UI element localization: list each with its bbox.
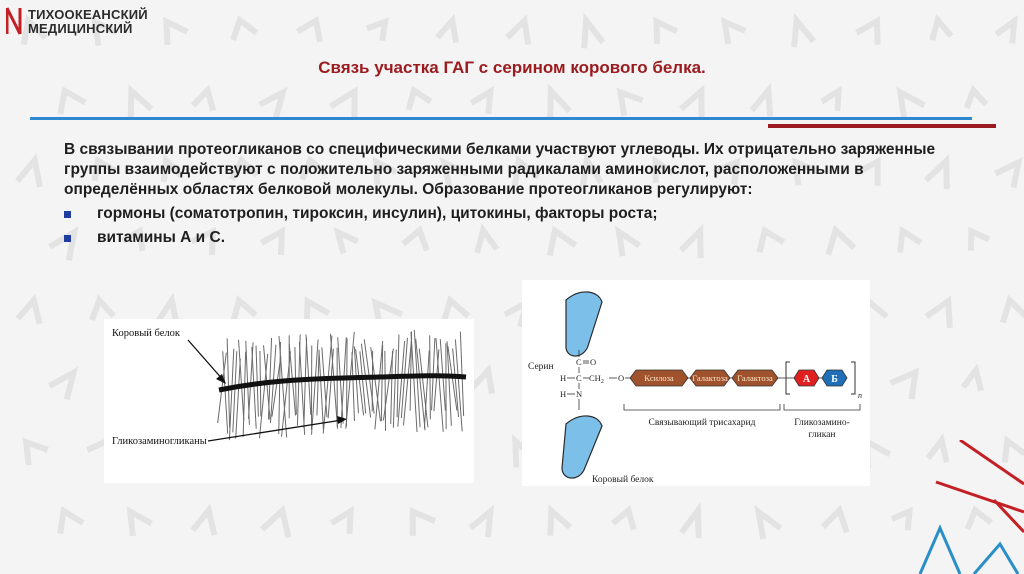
gag-label-line2: гликан [808,430,835,440]
ch2-group: CH2 [589,373,604,385]
serine-linkage-diagram: Серин C O C H CH2 O N H Ксилоза [528,291,862,485]
core-protein-arrowhead [216,374,226,384]
galactose-label-1: Галактоза [692,373,728,383]
gag-arrowhead [337,416,347,424]
atom-o-link: O [618,373,624,383]
bullet-list: гормоны (соматотропин, тироксин, инсулин… [64,204,944,248]
logo-line-1: ТИХООКЕАНСКИЙ [28,7,148,22]
unit-a-label: А [803,374,811,385]
gag-arrow [207,419,343,442]
xylose-label: Ксилоза [644,373,674,383]
core-protein-lower [561,415,603,479]
unit-b-label: Б [831,374,838,385]
gag-label-line1: Гликозамино- [794,418,850,428]
repeat-bracket-right [851,361,856,395]
linker-brace [623,404,781,411]
core-protein-line [218,373,467,393]
sugar-galactose-1: Галактоза [689,369,731,387]
divider-blue [30,117,972,120]
bullet-text: гормоны (соматотропин, тироксин, инсулин… [97,205,658,222]
repeat-subscript-n: n [858,391,862,400]
bullet-item: витамины А и С. [64,228,944,248]
university-logo: ТИХООКЕАНСКИЙ МЕДИЦИНСКИЙ [5,4,176,38]
atom-h: H [560,373,566,383]
unit-b: Б [821,369,848,387]
serine-linkage-figure: Серин C O C H CH2 O N H Ксилоза [522,280,870,486]
ch2-main: CH [589,373,601,383]
logo-line-2: МЕДИЦИНСКИЙ [28,21,133,36]
proteoglycan-diagram: Коровый белок Гликозаминогликаны [112,328,467,447]
sugar-galactose-2: Галактоза [731,369,779,387]
atom-c-top: C [576,357,582,367]
bullet-item: гормоны (соматотропин, тироксин, инсулин… [64,204,944,224]
logo-mark-icon [5,7,22,35]
core-protein-upper [565,291,603,357]
linker-label: Связывающий трисахарид [649,417,756,428]
atom-h-n: H [560,389,566,399]
gag-label: Гликозаминогликаны [112,436,207,447]
sugar-xylose: Ксилоза [629,369,689,387]
intro-paragraph: В связывании протеогликанов со специфиче… [64,141,936,198]
core-protein-label: Коровый белок [112,328,181,339]
galactose-label-2: Галактоза [737,373,773,383]
logo-text: ТИХООКЕАНСКИЙ МЕДИЦИНСКИЙ [28,8,148,36]
body-text: В связывании протеогликанов со специфиче… [64,140,944,248]
bullet-square-icon [64,235,71,242]
bullet-square-icon [64,211,71,218]
atom-c-mid: C [576,373,582,383]
unit-a: А [793,369,820,387]
corner-decoration [918,440,1024,574]
slide-title: Связь участка ГАГ с серином корового бел… [318,58,706,77]
core-protein-caption: Коровый белок [592,474,654,485]
proteoglycan-figure: Коровый белок Гликозаминогликаны [104,319,474,483]
chemical-bonds [567,350,630,410]
gag-brace [783,404,861,411]
atom-n: N [576,389,582,399]
core-protein-arrow [187,339,225,382]
serine-label: Серин [528,362,554,372]
divider-red [768,124,996,128]
bullet-text: витамины А и С. [97,229,226,246]
ch2-subscript: 2 [601,379,604,385]
atom-o: O [590,357,596,367]
